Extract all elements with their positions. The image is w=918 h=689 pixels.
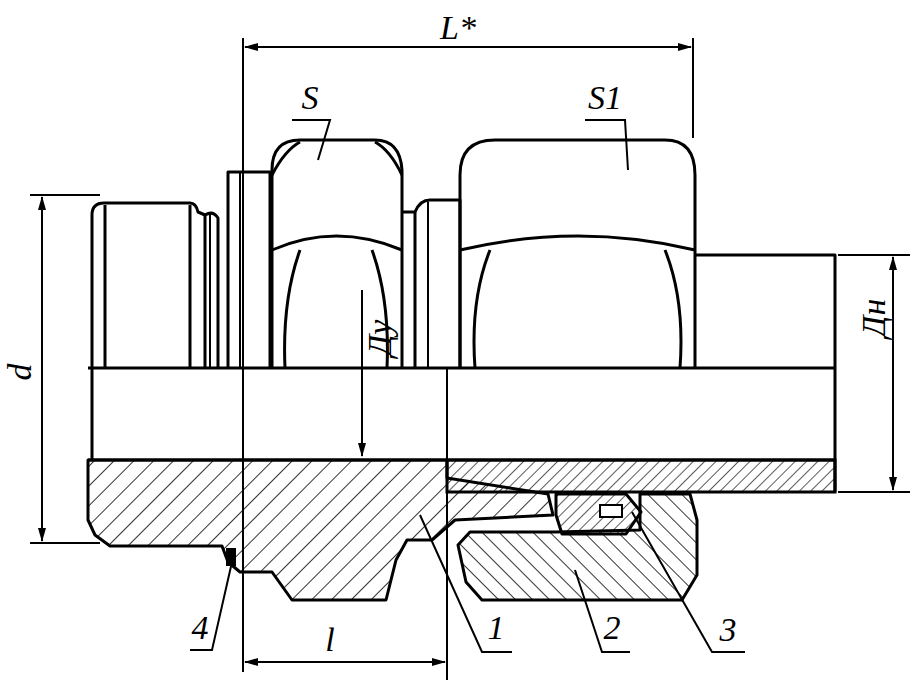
callout-number: 1 — [488, 611, 505, 645]
size-label: S — [302, 81, 319, 115]
dimension-label: d — [3, 364, 37, 381]
callout-number: 4 — [192, 611, 209, 645]
dimension-label: l — [325, 623, 334, 657]
dimension-label: L* — [440, 11, 476, 45]
size-label: S1 — [588, 81, 622, 115]
callout-number: 2 — [604, 611, 621, 645]
dimension-label: Ду — [363, 320, 397, 357]
callout-number: 3 — [720, 613, 737, 647]
dimension-label: Дн — [857, 299, 891, 338]
